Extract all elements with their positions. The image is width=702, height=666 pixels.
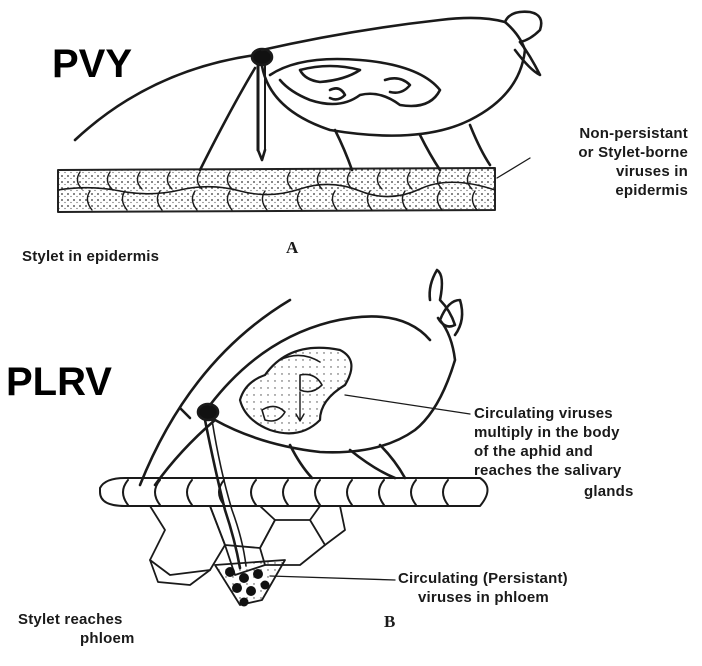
panel-b-phloem-line: Circulating (Persistant)	[398, 569, 618, 588]
panel-a-stylet-label: Stylet in epidermis	[22, 247, 159, 266]
leader-line-b-phloem	[270, 576, 395, 580]
aphid-a	[75, 12, 541, 170]
leader-line-b-circulating	[345, 395, 470, 414]
panel-b-phloem-label: Circulating (Persistant) viruses in phlo…	[398, 569, 618, 607]
panel-b-phloem-line: viruses in phloem	[398, 588, 618, 607]
panel-a-virus-label-line: or Stylet-borne	[508, 143, 688, 162]
plrv-title: PLRV	[6, 362, 112, 402]
aphid-b	[140, 270, 462, 568]
panel-b-stylet-label: Stylet reaches phloem	[18, 610, 188, 648]
panel-b-circulating-line: glands	[474, 482, 702, 501]
panel-a-virus-label-line: epidermis	[508, 181, 688, 200]
panel-b-circulating-line: multiply in the body	[474, 423, 702, 442]
panel-b-circulating-line: reaches the salivary	[474, 461, 702, 480]
panel-a-virus-label-line: Non-persistant	[508, 124, 688, 143]
panel-a-virus-label: Non-persistant or Stylet-borne viruses i…	[508, 124, 688, 200]
panel-b-letter: B	[384, 612, 395, 632]
pvy-title: PVY	[52, 44, 132, 84]
epidermis-layer	[58, 168, 495, 212]
panel-b-circulating-line: of the aphid and	[474, 442, 702, 461]
panel-a-virus-label-line: viruses in	[508, 162, 688, 181]
panel-b-drawing	[100, 270, 488, 607]
panel-b-stylet-line: phloem	[18, 629, 188, 648]
panel-b-stylet-line: Stylet reaches	[18, 610, 188, 629]
panel-b-circulating-line: Circulating viruses	[474, 404, 702, 423]
panel-b-circulating-label: Circulating viruses multiply in the body…	[474, 404, 702, 501]
phloem-cluster	[215, 560, 285, 607]
panel-a-letter: A	[286, 238, 298, 258]
